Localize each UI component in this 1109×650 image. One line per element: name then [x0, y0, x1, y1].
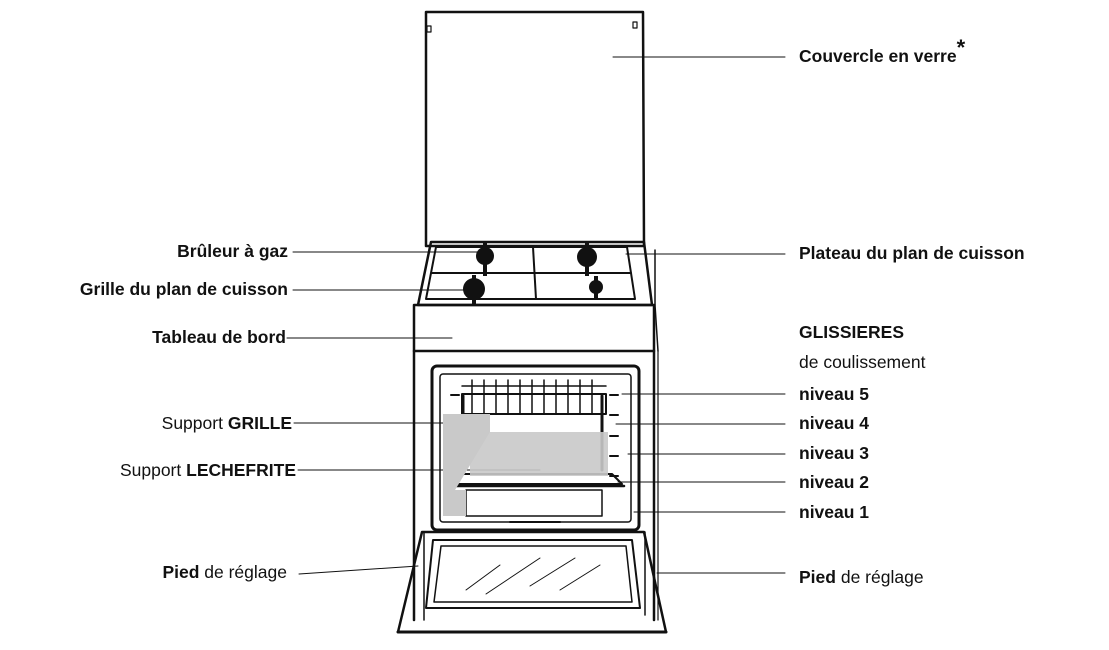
burner-front-left-icon	[463, 275, 485, 304]
label-level-4: niveau 4	[799, 413, 870, 433]
control-panel-drawing	[412, 303, 659, 353]
label-level-5: niveau 5	[799, 384, 870, 404]
drip-pan-support-name: LECHEFRITE	[186, 460, 296, 480]
label-drip-pan-support: Support LECHEFRITE	[120, 460, 296, 480]
drip-pan-drawing	[446, 473, 626, 523]
burner-back-right-icon	[577, 242, 597, 276]
label-rails-title: GLISSIERES	[799, 322, 905, 342]
oven-shadows	[443, 414, 608, 516]
glass-lid-text: Couvercle en verre	[799, 46, 957, 66]
label-level-2: niveau 2	[799, 472, 870, 492]
label-level-3: niveau 3	[799, 443, 870, 463]
foot-right-word: Pied	[799, 567, 836, 587]
label-rails-subtitle: de coulissement	[799, 352, 926, 372]
label-foot-left: Pied de réglage	[162, 562, 287, 582]
drip-pan-support-word: Support	[119, 460, 182, 480]
foot-left-word: Pied	[162, 562, 200, 582]
label-foot-right: Pied de réglage	[799, 567, 924, 587]
glass-lid-drawing	[424, 10, 646, 248]
hob-drawing	[416, 240, 656, 307]
label-level-1: niveau 1	[799, 502, 870, 522]
burner-back-left-icon	[476, 242, 494, 276]
grid-support-name: GRILLE	[227, 413, 292, 433]
foot-right-rest: de réglage	[840, 567, 924, 587]
label-grid-support: Support GRILLE	[162, 413, 292, 433]
gas-burners	[463, 242, 603, 304]
label-hob-grid: Grille du plan de cuisson	[79, 279, 288, 299]
label-gas-burner: Brûleur à gaz	[177, 241, 288, 261]
label-control-panel: Tableau de bord	[152, 327, 286, 347]
leader-lines	[286, 56, 786, 575]
foot-left-rest: de réglage	[204, 562, 287, 582]
glass-lid-asterisk: *	[956, 35, 966, 60]
oven-door-drawing	[396, 530, 668, 634]
grid-shelf-drawing	[461, 379, 607, 415]
burner-front-right-icon	[589, 276, 603, 300]
grid-support-word: Support	[161, 413, 223, 433]
label-hob-tray: Plateau du plan de cuisson	[799, 243, 1025, 263]
label-glass-lid: Couvercle en verre*	[799, 37, 965, 67]
